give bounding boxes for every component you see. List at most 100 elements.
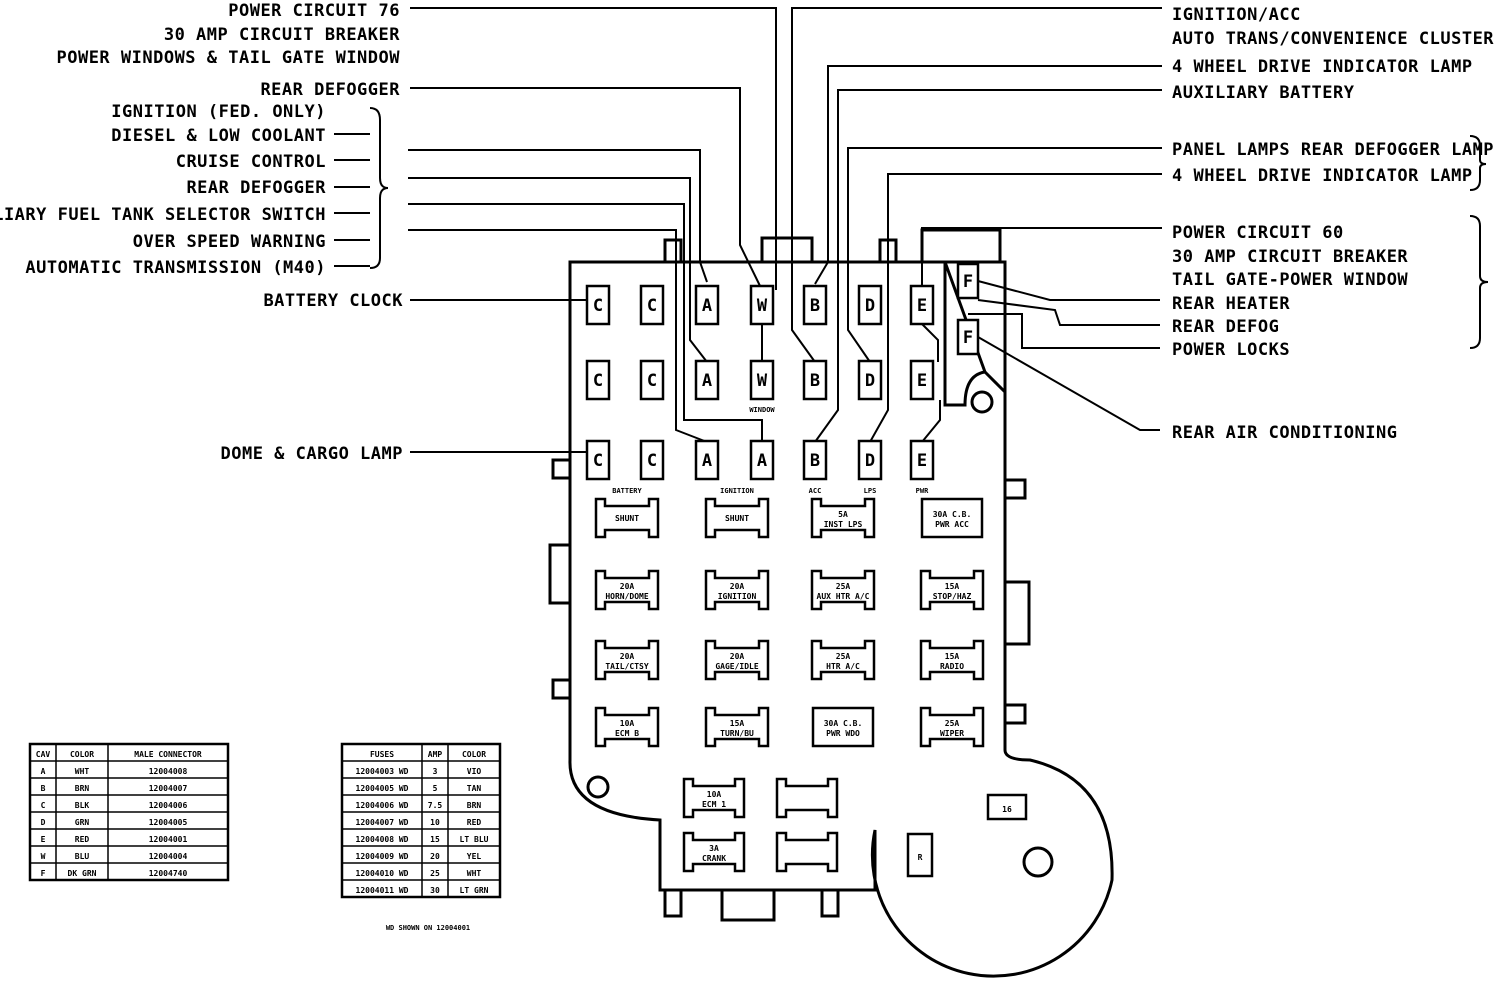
fuse-rating: 30A C.B. xyxy=(824,719,863,728)
table-cell: B xyxy=(41,784,46,793)
fuse-rating: 25A xyxy=(945,719,960,728)
wire-leaders xyxy=(334,7,1489,453)
connector-cavity-e: E xyxy=(909,284,935,326)
fuse-circuit: ECM B xyxy=(615,729,639,738)
wire-rear-defog xyxy=(977,299,1160,326)
table-cell: 12004006 xyxy=(149,801,188,810)
label-panel-lamps: PANEL LAMPS REAR DEFOGGER LAMP xyxy=(1172,140,1494,160)
window-caption: WINDOW xyxy=(749,406,775,414)
fuse-rating: 15A xyxy=(730,719,745,728)
connector-letter: E xyxy=(917,371,927,391)
table-cell: BRN xyxy=(75,784,90,793)
fuse-circuit: AUX HTR A/C xyxy=(817,592,870,601)
bottom-latch xyxy=(720,888,776,922)
fuse-rating: 20A xyxy=(730,582,745,591)
connector-cavity-w: W xyxy=(749,284,775,326)
fuse-rating: 5A xyxy=(838,510,848,519)
label-power-locks: POWER LOCKS xyxy=(1172,340,1290,360)
column-caption: LPS xyxy=(864,487,877,495)
right-brace-small xyxy=(1469,135,1487,191)
table-cell: COLOR xyxy=(70,750,94,759)
side-tab xyxy=(1003,478,1027,500)
label-auto-trans: AUTO TRANS/CONVENIENCE CLUSTER xyxy=(1172,29,1494,49)
label-group-item: AUXILIARY FUEL TANK SELECTOR SWITCH xyxy=(0,205,326,225)
table-cell: C xyxy=(41,801,46,810)
connector-letter: A xyxy=(702,296,712,316)
wire-rear-heater xyxy=(977,280,1160,301)
label-30a-breaker-2: 30 AMP CIRCUIT BREAKER xyxy=(1172,247,1408,267)
label-power-circuit-60: POWER CIRCUIT 60 xyxy=(1172,223,1344,243)
label-rear-ac: REAR AIR CONDITIONING xyxy=(1172,423,1397,443)
label-power-circuit-76: POWER CIRCUIT 76 xyxy=(228,1,400,21)
table-cell: E xyxy=(41,835,46,844)
fuse-circuit: RADIO xyxy=(940,662,964,671)
label-4wd-indicator-2: 4 WHEEL DRIVE INDICATOR LAMP xyxy=(1172,166,1473,186)
fuse-block-body xyxy=(568,260,1114,978)
table-cell: 7.5 xyxy=(428,801,443,810)
callout-labels: POWER CIRCUIT 76 30 AMP CIRCUIT BREAKER PO… xyxy=(0,1,1494,464)
connector-letter: C xyxy=(593,371,603,391)
connector-cavity-w: W xyxy=(749,359,775,401)
column-caption: ACC xyxy=(809,487,822,495)
fuse-rating: 30A C.B. xyxy=(933,510,972,519)
table-cell: 20 xyxy=(430,852,440,861)
side-latch xyxy=(1003,580,1031,646)
table-cell: LT GRN xyxy=(460,886,489,895)
table-cell: DK GRN xyxy=(68,869,97,878)
fuse-slot: SHUNT xyxy=(594,497,660,539)
table-cell: WHT xyxy=(467,869,482,878)
table-cell: 12004740 xyxy=(149,869,188,878)
connector-cavity-c: C xyxy=(639,359,665,401)
connector-cavity-a: A xyxy=(694,439,720,481)
fuse-rating: 25A xyxy=(836,652,851,661)
table-cell: GRN xyxy=(75,818,90,827)
table-cell: 12004006 WD xyxy=(356,801,409,810)
fuse-circuit: PWR WDO xyxy=(826,729,860,738)
fuse-circuit: WIPER xyxy=(940,729,964,738)
wire-pc60 xyxy=(921,227,1162,286)
label-rear-defogger: REAR DEFOGGER xyxy=(260,80,400,100)
label-group-item: AUTOMATIC TRANSMISSION (M40) xyxy=(25,258,326,278)
connector-letter: F xyxy=(963,328,973,348)
wire-power-locks xyxy=(968,313,1160,349)
mount-hole xyxy=(970,390,994,414)
connector-letter: W xyxy=(757,371,768,391)
relay-label: 16 xyxy=(1002,805,1012,814)
table-cell: YEL xyxy=(467,852,482,861)
connector-letter: F xyxy=(963,272,973,292)
fuse-circuit: CRANK xyxy=(702,854,726,863)
wire-power-circuit-76 xyxy=(410,7,777,290)
label-dome-cargo: DOME & CARGO LAMP xyxy=(221,444,404,464)
table-cell: 12004001 xyxy=(149,835,188,844)
label-tail-gate: TAIL GATE-POWER WINDOW xyxy=(1172,270,1408,290)
connector-cavity-e: E xyxy=(909,439,935,481)
label-group-item: IGNITION (FED. ONLY) xyxy=(111,102,326,122)
connector-letter: D xyxy=(865,371,875,391)
column-caption: IGNITION xyxy=(720,487,754,495)
side-tab xyxy=(551,458,572,480)
column-caption: BATTERY xyxy=(612,487,642,495)
fuse-rating: 15A xyxy=(945,652,960,661)
top-latch xyxy=(920,228,1002,262)
table-cell: RED xyxy=(75,835,90,844)
fuse-rating: 20A xyxy=(730,652,745,661)
connector-letter: B xyxy=(810,296,820,316)
mount-hole xyxy=(586,775,610,799)
connector-cavity-f: F xyxy=(956,262,980,300)
connector-cavity-a: A xyxy=(694,359,720,401)
connector-letter: W xyxy=(757,296,768,316)
table-cell: 15 xyxy=(430,835,440,844)
bottom-tab xyxy=(663,888,683,918)
connector-letter: A xyxy=(702,451,712,471)
wire-group-a3 xyxy=(408,203,763,442)
table-cell: 10 xyxy=(430,818,440,827)
label-group-item: DIESEL & LOW COOLANT xyxy=(111,126,326,146)
connector-letter: C xyxy=(647,296,657,316)
